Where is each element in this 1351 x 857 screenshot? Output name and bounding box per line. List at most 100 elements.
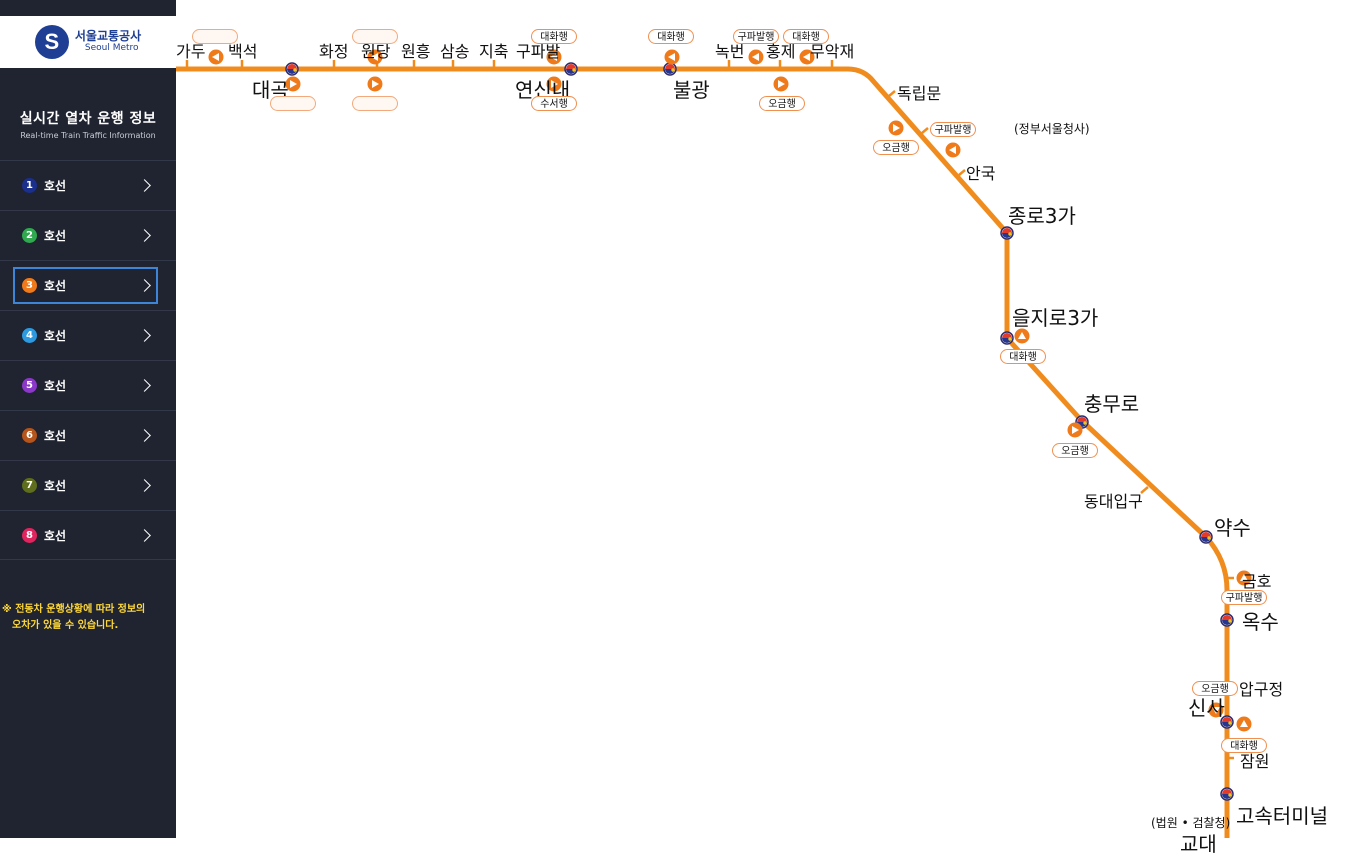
train-arrow-up-icon xyxy=(1018,332,1026,339)
transfer-station-icon-top xyxy=(287,64,297,69)
line-number-badge: 8 xyxy=(22,527,37,543)
line-label: 호선 xyxy=(44,479,67,493)
notice-line-1: ※ 전동차 운행상황에 따라 정보의 xyxy=(2,604,146,615)
line-label: 호선 xyxy=(44,379,67,393)
transfer-station-icon-dot xyxy=(1008,337,1012,341)
station-label-baekseok[interactable]: 백석 xyxy=(228,42,258,61)
station-label-wonheung[interactable]: 원흥 xyxy=(401,42,431,61)
station-label-muakjae[interactable]: 무악재 xyxy=(810,42,855,61)
transfer-station-icon-top xyxy=(1222,717,1232,722)
transfer-station-icon-dot xyxy=(293,68,297,72)
train-destination-badge[interactable] xyxy=(352,96,398,111)
line-label: 호선 xyxy=(44,429,67,443)
train-destination-badge[interactable]: 대화행 xyxy=(531,29,577,44)
station-label-sinsa[interactable]: 신사 xyxy=(1188,696,1225,720)
station-label-seocho_annot[interactable]: (법원 • 검찰청) xyxy=(1151,816,1231,830)
train-arrow-left-icon xyxy=(752,53,759,61)
station-tick xyxy=(888,90,896,97)
station-label-wondang[interactable]: 원당 xyxy=(361,42,391,61)
transfer-station-icon-top xyxy=(1077,417,1087,422)
chevron-right-icon xyxy=(138,379,151,392)
station-label-samsong[interactable]: 삼송 xyxy=(440,42,470,61)
station-label-dongnimmun[interactable]: 독립문 xyxy=(897,84,942,103)
train-arrow-up-icon xyxy=(1240,574,1248,581)
train-arrow-right-icon xyxy=(290,80,297,88)
station-label-gyeongbokgung[interactable]: (정부서울청사) xyxy=(1014,122,1090,136)
line-label: 호선 xyxy=(44,229,67,243)
sidebar-header: 실시간 열차 운행 정보 Real-time Train Traffic Inf… xyxy=(0,108,176,140)
train-arrow-up-icon xyxy=(1240,720,1248,727)
transfer-station-icon-top xyxy=(566,64,576,69)
line-menu-item-4[interactable]: 4 호선 xyxy=(0,310,176,360)
notice-text: ※ 전동차 운행상황에 따라 정보의 오차가 있을 수 있습니다. xyxy=(2,602,174,634)
station-label-gyodae[interactable]: 교대 xyxy=(1180,832,1217,856)
logo-english: Seoul Metro xyxy=(84,42,139,53)
train-destination-badge[interactable]: 오금행 xyxy=(873,140,919,155)
transfer-station-icon-top xyxy=(1222,789,1232,794)
line-number-badge: 2 xyxy=(22,228,37,243)
line-label: 호선 xyxy=(44,329,67,343)
station-label-express_bus[interactable]: 고속터미널 xyxy=(1236,804,1328,828)
train-destination-badge[interactable]: 구파발행 xyxy=(733,29,779,44)
transfer-station-icon-top xyxy=(665,64,675,69)
line-menu-item-8[interactable]: 8 호선 xyxy=(0,510,176,560)
train-destination-badge[interactable]: 대화행 xyxy=(648,29,694,44)
logo-korean: 서울교통공사 xyxy=(74,29,142,44)
station-label-geumho[interactable]: 금호 xyxy=(1242,572,1272,591)
transfer-station-icon-dot xyxy=(1008,232,1012,236)
chevron-right-icon xyxy=(138,229,151,242)
train-destination-badge[interactable]: 대화행 xyxy=(1221,738,1267,753)
train-destination-badge[interactable]: 대화행 xyxy=(1000,349,1046,364)
station-label-jamwon[interactable]: 잠원 xyxy=(1240,752,1270,771)
seoul-metro-logo[interactable]: S 서울교통공사 Seoul Metro xyxy=(0,16,176,68)
train-arrow-left-icon xyxy=(803,53,810,61)
train-destination-badge[interactable]: 오금행 xyxy=(1052,443,1098,458)
station-tick xyxy=(921,127,929,134)
station-label-hongje[interactable]: 홍제 xyxy=(766,42,796,61)
train-destination-badge[interactable]: 수서행 xyxy=(531,96,577,111)
station-label-yaksu[interactable]: 약수 xyxy=(1214,516,1251,540)
train-destination-badge[interactable] xyxy=(270,96,316,111)
station-label-jongno3ga[interactable]: 종로3가 xyxy=(1008,204,1076,228)
train-destination-badge[interactable]: 오금행 xyxy=(759,96,805,111)
station-label-hwajeong[interactable]: 화정 xyxy=(319,42,349,61)
route-svg xyxy=(176,49,1252,838)
station-label-jichuk[interactable]: 지축 xyxy=(479,42,509,61)
line-number-badge: 5 xyxy=(22,378,37,393)
train-arrow-left-icon xyxy=(949,146,956,154)
train-destination-badge[interactable]: 구파발행 xyxy=(930,122,976,137)
train-destination-badge[interactable]: 구파발행 xyxy=(1221,590,1267,605)
train-destination-badge[interactable]: 대화행 xyxy=(783,29,829,44)
station-label-nokbeon[interactable]: 녹번 xyxy=(715,42,745,61)
station-label-jichuk_prev[interactable]: 가두 xyxy=(176,42,206,61)
line-number-badge: 1 xyxy=(22,178,37,193)
line-label: 호선 xyxy=(44,528,67,543)
station-label-chungmuro[interactable]: 충무로 xyxy=(1084,392,1140,416)
selected-highlight xyxy=(13,267,158,304)
line-label: 호선 xyxy=(44,279,67,293)
line-menu-item-5[interactable]: 5 호선 xyxy=(0,360,176,410)
station-label-euljiro3ga[interactable]: 을지로3가 xyxy=(1012,306,1099,330)
station-label-bulgwang[interactable]: 불광 xyxy=(673,78,710,102)
chevron-right-icon xyxy=(138,479,151,492)
train-destination-badge[interactable] xyxy=(192,29,238,44)
station-label-anguk[interactable]: 안국 xyxy=(966,164,996,183)
transfer-station-icon-dot xyxy=(671,68,675,72)
train-arrow-down-icon xyxy=(1212,707,1220,714)
line-menu-item-2[interactable]: 2 호선 xyxy=(0,210,176,260)
chevron-right-icon xyxy=(138,528,151,542)
station-label-oksu[interactable]: 옥수 xyxy=(1242,610,1279,634)
station-label-gupabal[interactable]: 구파발 xyxy=(516,42,561,61)
station-label-dongguk[interactable]: 동대입구 xyxy=(1084,492,1143,511)
line-number-badge: 4 xyxy=(22,328,37,343)
train-destination-badge[interactable]: 오금행 xyxy=(1192,681,1238,696)
train-destination-badge[interactable] xyxy=(352,29,398,44)
transfer-station-icon-top xyxy=(1201,532,1211,537)
station-label-apgujeong[interactable]: 압구정 xyxy=(1239,680,1284,699)
train-arrow-right-icon xyxy=(372,80,379,88)
